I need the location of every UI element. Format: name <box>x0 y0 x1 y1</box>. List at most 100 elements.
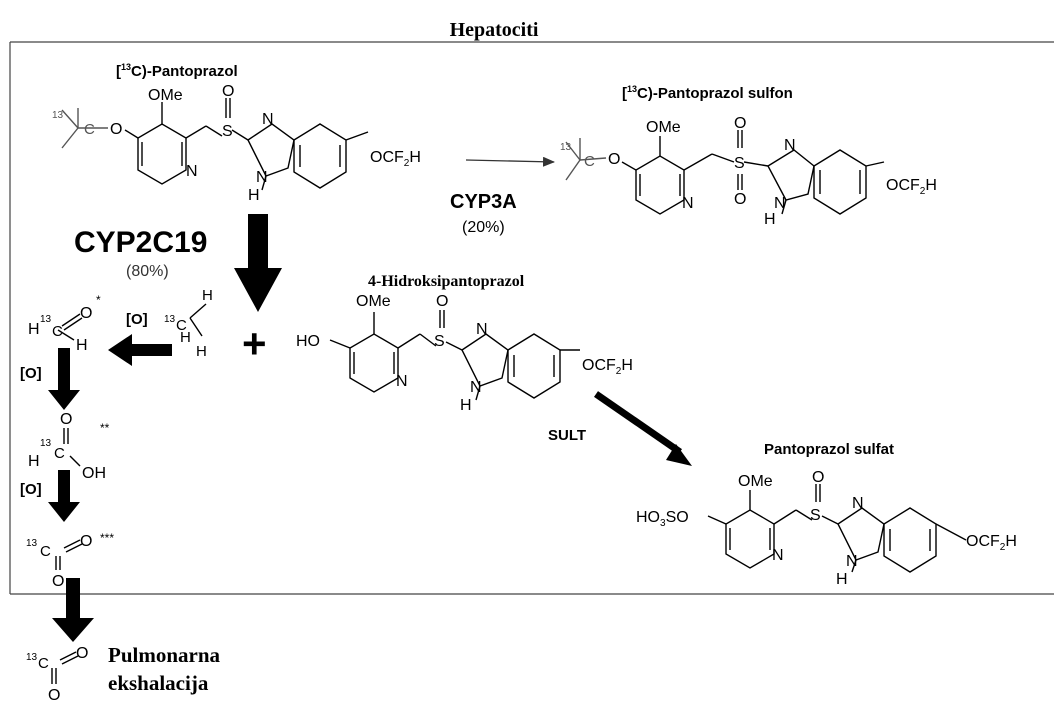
svg-text:H: H <box>76 337 88 354</box>
svg-text:C: C <box>176 317 187 334</box>
svg-text:O: O <box>812 469 824 486</box>
svg-text:**: ** <box>100 421 110 435</box>
svg-text:H: H <box>180 329 191 346</box>
arrow-exhalation <box>52 578 94 642</box>
svg-text:13: 13 <box>26 652 38 663</box>
svg-text:H: H <box>196 343 207 360</box>
svg-text:N: N <box>476 321 488 338</box>
sulfone-name: [13C)-Pantoprazol sulfon <box>622 84 793 102</box>
svg-text:O: O <box>734 191 746 208</box>
plus-sign: + <box>242 320 267 367</box>
svg-text:O: O <box>80 533 92 550</box>
svg-text:N: N <box>396 373 408 390</box>
svg-text:O: O <box>222 83 234 100</box>
arrow-sult-head <box>666 444 692 466</box>
svg-text:O: O <box>60 411 72 428</box>
svg-text:C: C <box>52 323 63 340</box>
cyp3a-percent: (20%) <box>462 219 505 236</box>
cyp3a-label: CYP3A <box>450 191 517 213</box>
oxidation-label-3: [O] <box>20 481 42 498</box>
svg-text:S: S <box>810 507 821 524</box>
exhalation-label-line2: ekshalacija <box>108 671 209 695</box>
svg-text:O: O <box>110 121 122 138</box>
oxidation-label-2: [O] <box>20 365 42 382</box>
svg-text:H: H <box>28 453 40 470</box>
svg-text:OH: OH <box>82 465 106 482</box>
svg-text:OCF2H: OCF2H <box>582 357 633 377</box>
svg-text:OCF2H: OCF2H <box>886 177 937 197</box>
svg-text:O: O <box>80 305 92 322</box>
exhaled-co2: 13 C O O <box>26 645 88 702</box>
svg-text:H: H <box>836 571 848 588</box>
svg-text:C: C <box>38 655 49 672</box>
svg-text:***: *** <box>100 531 114 545</box>
svg-text:13: 13 <box>560 142 572 153</box>
formaldehyde: H 13 C O * H <box>28 293 101 354</box>
svg-text:H: H <box>202 287 213 304</box>
svg-text:13: 13 <box>40 438 52 449</box>
arrow-formaldehyde-to-formic <box>48 348 80 410</box>
arrow-to-sulfone <box>465 156 555 167</box>
svg-text:H: H <box>248 187 260 204</box>
arrow-formic-to-co2 <box>48 470 80 522</box>
svg-text:S: S <box>222 123 233 140</box>
svg-text:13: 13 <box>26 538 38 549</box>
svg-text:HO: HO <box>296 333 320 350</box>
svg-text:S: S <box>434 333 445 350</box>
arrow-methyl-to-formaldehyde <box>108 334 172 366</box>
cyp2c19-label: CYP2C19 <box>74 226 207 259</box>
svg-text:S: S <box>734 155 745 172</box>
svg-text:O: O <box>734 115 746 132</box>
formic-acid: O H 13 C OH ** <box>28 411 110 482</box>
svg-text:13: 13 <box>52 110 64 121</box>
svg-text:13: 13 <box>40 314 52 325</box>
svg-text:C: C <box>84 121 95 138</box>
svg-text:C: C <box>40 543 51 560</box>
svg-text:N: N <box>682 195 694 212</box>
svg-text:N: N <box>186 163 198 180</box>
svg-text:C: C <box>54 445 65 462</box>
svg-text:H: H <box>764 211 776 228</box>
svg-text:O: O <box>48 687 60 702</box>
methyl-fragment: 13 C H H H <box>164 287 213 360</box>
svg-text:H: H <box>460 397 472 414</box>
svg-text:OCF2H: OCF2H <box>370 149 421 169</box>
svg-text:*: * <box>96 293 101 307</box>
svg-text:N: N <box>262 111 274 128</box>
arrow-cyp2c19-down <box>234 214 282 312</box>
compartment-title: Hepatociti <box>450 19 539 41</box>
svg-text:13: 13 <box>164 314 176 325</box>
svg-text:OCF2H: OCF2H <box>966 533 1017 553</box>
svg-text:O: O <box>608 151 620 168</box>
hepatocyte-boundary <box>9 41 1054 595</box>
svg-text:HO3SO: HO3SO <box>636 509 689 529</box>
oxidation-label-1: [O] <box>126 311 148 328</box>
svg-text:O: O <box>52 573 64 590</box>
cyp2c19-percent: (80%) <box>126 263 169 280</box>
svg-text:O: O <box>436 293 448 310</box>
pantoprazole-sulfate-structure: Pantoprazol sulfat HO3SO OMe N S O N N H… <box>636 441 1017 588</box>
svg-text:N: N <box>852 495 864 512</box>
exhalation-label-line1: Pulmonarna <box>108 643 221 667</box>
svg-text:C: C <box>584 153 595 170</box>
svg-text:OMe: OMe <box>356 293 391 310</box>
svg-text:N: N <box>774 195 786 212</box>
carbon-dioxide: 13 C O O *** <box>26 531 114 590</box>
svg-text:OMe: OMe <box>148 87 183 104</box>
arrow-sult <box>594 391 682 455</box>
svg-text:H: H <box>28 321 40 338</box>
svg-text:N: N <box>470 379 482 396</box>
svg-text:N: N <box>784 137 796 154</box>
svg-text:N: N <box>772 547 784 564</box>
svg-text:N: N <box>846 553 858 570</box>
pantoprazole-structure: [13C)-Pantoprazol 13 <box>52 62 421 204</box>
svg-text:N: N <box>256 169 268 186</box>
svg-text:OMe: OMe <box>738 473 773 490</box>
pantoprazole-name: [13C)-Pantoprazol <box>116 62 238 80</box>
hydroxy-pantoprazole-structure: 4-Hidroksipantoprazol HO OMe N S O N N H… <box>296 273 633 414</box>
svg-text:OMe: OMe <box>646 119 681 136</box>
sulfone-structure: [13C)-Pantoprazol sulfon 13 <box>560 84 937 228</box>
sult-label: SULT <box>548 427 586 444</box>
hydroxy-name: 4-Hidroksipantoprazol <box>368 273 525 290</box>
